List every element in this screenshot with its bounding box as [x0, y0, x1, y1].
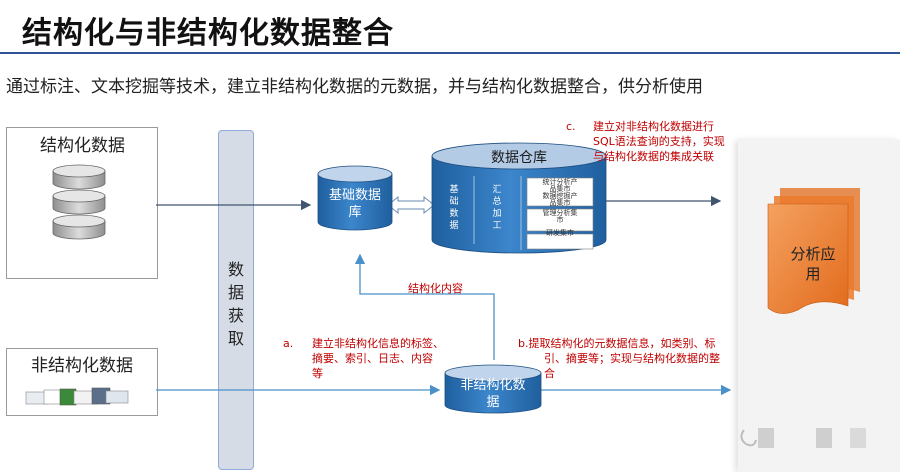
analytics-application-icon	[767, 188, 860, 314]
warehouse-summary-column: 汇 总 加 工	[492, 185, 502, 231]
data-warehouse-cylinder	[431, 142, 607, 254]
warehouse-basic-data-column: 基 础 数 据	[449, 185, 459, 231]
database-icon	[52, 164, 106, 240]
watermark-logo	[740, 429, 757, 447]
warehouse-marts-column: 统计分析产 品集市 数据挖掘产 品集市 管理分析集 市 研发集市	[542, 178, 578, 237]
unstructured-database-label: 非结构化数 据	[460, 378, 526, 410]
annotation-a: 建立非结构化信息的标签、 摘要、索引、日志、内容 等	[312, 337, 444, 380]
bidirectional-arrow	[387, 195, 435, 215]
annotation-b: b.提取结构化的元数据信息，如类别、标 引、摘要等；实现与结构化数据的整 合	[518, 337, 720, 380]
annotation-a-marker: a.	[283, 337, 294, 350]
data-warehouse-label: 数据仓库	[491, 150, 547, 166]
structured-data-label: 结构化数据	[40, 136, 125, 156]
watermark-block	[816, 428, 832, 448]
unstructured-database-cylinder	[444, 364, 542, 414]
annotation-c-marker: c.	[566, 120, 576, 133]
unstructured-data-box	[6, 348, 158, 416]
structured-content-label: 结构化内容	[408, 282, 463, 295]
documents-icon	[25, 387, 129, 406]
base-database-label: 基础数据 库	[328, 188, 381, 220]
analytics-application-label: 分析应 用	[790, 245, 836, 283]
watermark-block	[850, 428, 866, 448]
base-database-cylinder	[317, 165, 393, 231]
data-acquisition-box	[218, 130, 254, 470]
page-subtitle: 通过标注、文本挖掘等技术，建立非结构化数据的元数据，并与结构化数据整合，供分析使…	[6, 77, 703, 97]
arrow-structured-content	[354, 253, 495, 360]
page-title: 结构化与非结构化数据整合	[22, 16, 394, 51]
data-acquisition-label: 数 据 获 取	[227, 260, 244, 348]
watermark-block	[758, 428, 774, 448]
title-rule	[0, 52, 900, 54]
annotation-c: 建立对非结构化数据进行 SQL语法查询的支持，实现 与结构化数据的集成关联	[593, 120, 725, 163]
unstructured-data-label: 非结构化数据	[31, 356, 133, 376]
